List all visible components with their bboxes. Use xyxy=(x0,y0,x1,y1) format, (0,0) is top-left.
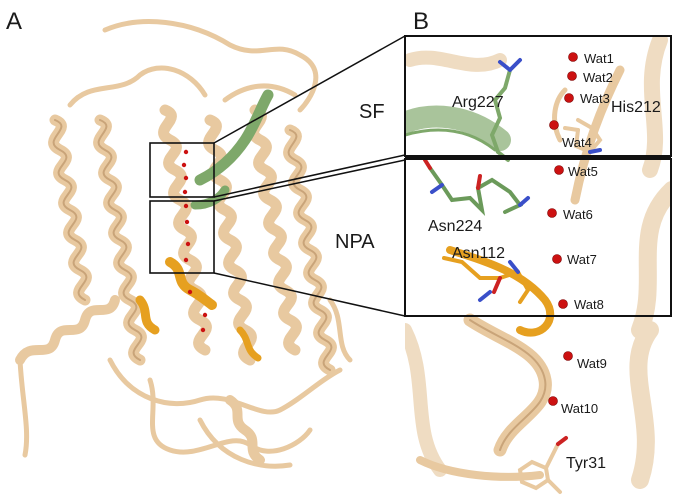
water-label-10: Wat10 xyxy=(561,401,599,416)
sf-zoom-box xyxy=(149,142,215,198)
panel-a-label: A xyxy=(6,8,23,35)
npa-region-label: NPA xyxy=(335,231,375,253)
water-label-6: Wat6 xyxy=(563,207,593,222)
water-label-5: Wat5 xyxy=(568,164,598,179)
zoom-connector-lines xyxy=(213,35,406,317)
water-4 xyxy=(549,120,559,130)
his212-sidechain xyxy=(563,118,603,155)
residue-label-asn224: Asn224 xyxy=(428,218,483,235)
water-1 xyxy=(568,52,578,62)
sf-region-label: SF xyxy=(359,101,385,123)
water-label-4: Wat4 xyxy=(562,135,592,150)
water-label-3: Wat3 xyxy=(580,91,610,106)
water-6 xyxy=(547,208,557,218)
residue-label-his212: His212 xyxy=(611,99,661,116)
asn224-sidechain xyxy=(423,158,530,216)
protein-ribbon-structure xyxy=(15,19,353,469)
water-label-9: Wat9 xyxy=(577,356,607,371)
water-label-8: Wat8 xyxy=(574,297,604,312)
water-5 xyxy=(554,165,564,175)
residue-label-tyr31: Tyr31 xyxy=(566,455,607,472)
residue-label-asn112: Asn112 xyxy=(452,245,506,262)
panel-b-label: B xyxy=(413,8,430,35)
water-2 xyxy=(567,71,577,81)
water-3 xyxy=(564,93,574,103)
waters-detail xyxy=(547,52,578,406)
water-label-7: Wat7 xyxy=(567,252,597,267)
water-8 xyxy=(558,299,568,309)
water-label-2: Wat2 xyxy=(583,70,613,85)
pore-waters-overview xyxy=(181,149,208,333)
zoomed-detail-structure xyxy=(405,36,671,489)
tyr31-sidechain xyxy=(517,436,568,494)
water-label-1: Wat1 xyxy=(584,51,614,66)
residue-label-arg227: Arg227 xyxy=(452,94,504,111)
npa-zoom-box xyxy=(149,200,215,274)
water-7 xyxy=(552,254,562,264)
asn112-sidechain xyxy=(442,256,531,304)
water-9 xyxy=(563,351,573,361)
water-10 xyxy=(548,396,558,406)
